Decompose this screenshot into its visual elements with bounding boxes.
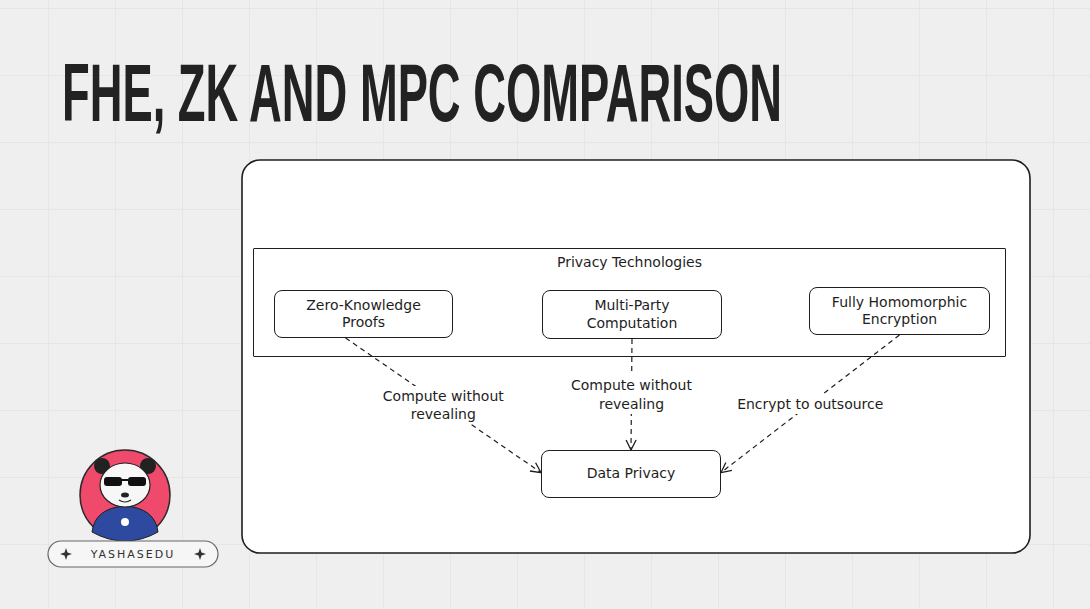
box-label: Multi-Party Computation	[567, 297, 697, 332]
author-name: YASHASEDU	[91, 549, 176, 560]
edge-label: Compute without revealing	[561, 375, 702, 413]
group-heading: Privacy Technologies	[254, 254, 1005, 272]
group-band: Privacy TechnologiesZero-Knowledge Proof…	[253, 248, 1006, 357]
process-box: Multi-Party Computation	[542, 290, 722, 339]
page-title: FHE, ZK AND MPC COMPARISON	[62, 52, 782, 134]
dashed-arrow	[721, 335, 900, 473]
edge-label: Compute without revealing	[373, 386, 514, 424]
white-panel	[242, 160, 1030, 553]
box-label: Zero-Knowledge Proofs	[299, 297, 429, 332]
process-box: Data Privacy	[541, 450, 721, 498]
process-box: Zero-Knowledge Proofs	[274, 290, 453, 338]
process-box: Fully Homomorphic Encryption	[809, 287, 990, 335]
edge-label: Encrypt to outsource	[734, 394, 886, 414]
avatar-illustration	[80, 450, 170, 541]
box-label: Data Privacy	[587, 465, 676, 483]
box-label: Fully Homomorphic Encryption	[825, 294, 975, 329]
dashed-arrow	[346, 338, 541, 473]
author-pill	[48, 541, 218, 567]
